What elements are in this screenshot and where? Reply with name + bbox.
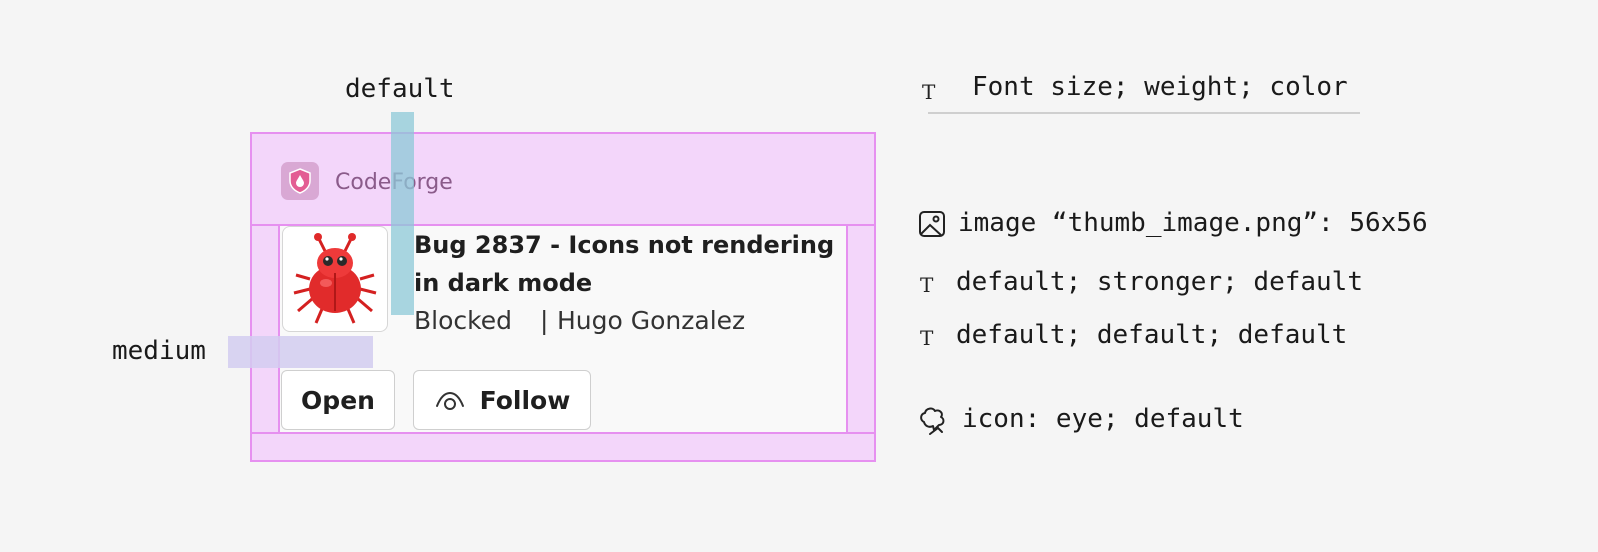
medium-spacing-label: medium	[112, 336, 206, 366]
legend-row-body-style: default; default; default	[956, 320, 1348, 350]
default-spacing-label: default	[345, 74, 455, 104]
legend-header-text: Font size; weight; color	[972, 72, 1348, 102]
open-button-label: Open	[301, 385, 375, 415]
bug-icon	[293, 233, 377, 324]
footer-divider-redline	[250, 432, 876, 434]
follow-button[interactable]: Follow	[413, 370, 591, 430]
right-padding-redline	[846, 226, 848, 432]
eye-icon	[435, 391, 464, 410]
status-text: Blocked	[414, 306, 512, 335]
default-spacing-marker	[391, 112, 414, 315]
left-padding-redline	[278, 226, 280, 432]
text-style-icon: T	[922, 80, 936, 104]
open-button[interactable]: Open	[281, 370, 395, 430]
app-shield-icon	[281, 162, 319, 200]
icon-component-icon	[916, 404, 950, 442]
medium-spacing-marker	[228, 336, 373, 368]
legend-header	[928, 72, 1360, 114]
legend-row-image: image “thumb_image.png”: 56x56	[958, 208, 1428, 238]
header-divider-redline	[250, 224, 876, 226]
text-style-icon: T	[920, 273, 934, 297]
author-name: Hugo Gonzalez	[557, 306, 746, 335]
legend-row-icon: icon: eye; default	[962, 404, 1244, 434]
card-title: Bug 2837 - Icons not rendering in dark m…	[414, 231, 835, 297]
legend-row-title-style: default; stronger; default	[956, 267, 1363, 297]
image-icon	[918, 210, 946, 242]
thumbnail-image	[282, 226, 388, 332]
follow-button-label: Follow	[479, 385, 571, 415]
meta-separator: |	[540, 306, 549, 335]
text-style-icon: T	[920, 326, 934, 350]
